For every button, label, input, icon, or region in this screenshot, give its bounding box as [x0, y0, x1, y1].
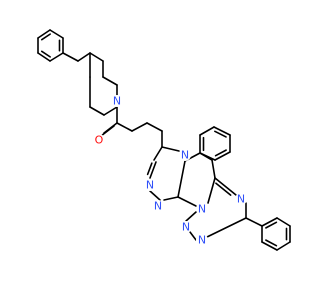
benzo-ring-bond	[214, 151, 231, 161]
carbonyl-oxygen-atom: O	[93, 134, 105, 147]
atom-label-layer: N O N N N N N	[93, 95, 247, 247]
chain-bond	[116, 122, 133, 132]
benzyl-ring-bond	[49, 52, 64, 62]
benzyl-ch2-bond	[62, 52, 79, 62]
triazole-nitrogen-bridge-label: N	[198, 203, 206, 216]
chain-bond	[146, 122, 163, 132]
benzyl-ring-bond-double	[40, 50, 51, 58]
piperidine-bond	[102, 76, 118, 86]
quinazoline-bond	[211, 159, 216, 179]
molecule-structure: N O N N N N N	[37, 29, 291, 251]
triazole2-bond	[185, 211, 197, 222]
chain-bond	[131, 122, 148, 132]
triazole2-nitrogen-bottom2-label: N	[198, 234, 206, 247]
triazole-nitrogen-upper-atom: N	[179, 149, 191, 162]
quinazoline-bond	[207, 177, 216, 204]
phenyl-ring-bond-double	[265, 221, 278, 229]
triazole-nitrogen-bridge-atom: N	[196, 203, 208, 216]
benzyl-ring-bond	[49, 29, 64, 39]
piperidine-nitrogen-atom: N	[111, 95, 123, 108]
benzyl-ring-bond-double	[40, 33, 51, 41]
triazole-bond	[153, 146, 163, 161]
triazole2-nitrogen-bottom2-atom: N	[196, 234, 208, 247]
quinazoline-bond	[177, 196, 197, 207]
triazole-nitrogen-left1-label: N	[146, 179, 154, 192]
phenyl-ring-bond	[276, 241, 291, 251]
triazole2-nitrogen-bottom1-atom: N	[180, 221, 192, 234]
triazole-bond	[149, 190, 161, 201]
triazole2-bond	[206, 217, 247, 238]
triazole2-bond-double	[215, 182, 232, 196]
phenyl-link-bond	[245, 217, 263, 227]
phenyl-ring-bond-double	[265, 239, 278, 247]
triazole2-nitrogen-bottom1-label: N	[182, 221, 190, 234]
triazole-bond	[161, 146, 180, 152]
benzo-ring-bond-double	[214, 130, 227, 138]
triazole-nitrogen-left1-atom: N	[144, 179, 156, 192]
phenyl-ring-bond	[276, 217, 291, 227]
triazole-bond	[149, 161, 157, 179]
benzyl-ch2-bond	[77, 52, 91, 62]
phenyl-ring-bond	[261, 241, 278, 251]
triazole-nitrogen-left2-label: N	[154, 200, 162, 213]
benzo-ring-bond	[213, 126, 231, 136]
benzyl-ring-bond	[37, 29, 51, 39]
piperidine-bond	[103, 106, 118, 116]
triazole-bond	[177, 160, 186, 198]
piperidine-bond	[89, 106, 105, 116]
piperidine-nitrogen-label: N	[113, 95, 121, 108]
bond-layer	[37, 29, 291, 251]
benzo-ring-bond	[199, 126, 215, 136]
phenyl-ring-bond	[261, 217, 278, 227]
benzo-ring-bond	[199, 152, 216, 161]
triazole2-nitrogen-right-label: N	[237, 193, 245, 206]
triazole-bond-double	[146, 162, 153, 176]
carbonyl-bond-double	[100, 125, 115, 137]
triazole2-nitrogen-right-atom: N	[235, 193, 247, 206]
piperidine-bond	[89, 52, 104, 62]
triazole-bond	[163, 196, 179, 201]
benzo-ring-bond-double	[214, 149, 227, 157]
triazole-nitrogen-left2-atom: N	[152, 200, 164, 213]
molecule-canvas: N O N N N N N	[37, 29, 291, 251]
benzyl-ring-bond	[37, 52, 51, 62]
triazole-nitrogen-upper-label: N	[181, 149, 189, 162]
triazole2-bond	[189, 231, 197, 241]
carbonyl-oxygen-label: O	[95, 134, 104, 147]
triazole2-bond	[214, 177, 237, 196]
